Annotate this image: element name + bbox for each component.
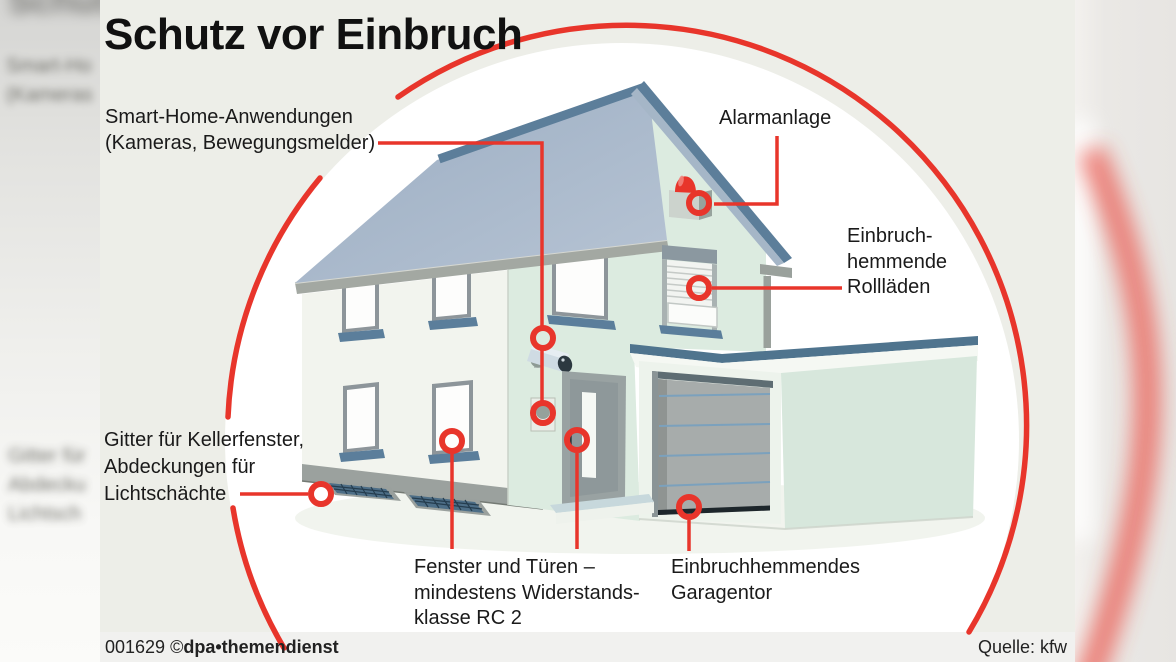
rake-inner	[631, 88, 784, 266]
garage-door-seams	[658, 393, 771, 487]
label-garage-door: Einbruchhemmendes Garagentor	[671, 556, 860, 604]
label-alarm-system: Alarmanlage	[719, 107, 832, 129]
leader-lines	[240, 136, 842, 551]
garage-door-shade	[658, 379, 667, 515]
footer-bar	[100, 632, 1075, 662]
circle-arc-bottom-left	[230, 505, 287, 651]
garage-roof-edge	[630, 336, 978, 363]
marker-garage-door	[676, 494, 702, 520]
house	[294, 81, 978, 531]
blurred-left-sidebar: Schutz Smart-Ho (Kameras Gitter für Abde…	[0, 0, 100, 662]
marker-motion-detector	[530, 400, 556, 426]
leader-smart-home	[378, 141, 544, 326]
marker-alarm	[686, 190, 712, 216]
red-circle-outline	[225, 22, 1030, 651]
marker-window	[439, 428, 465, 454]
gutter-end	[760, 264, 792, 278]
ghost-title-text: Schutz	[8, 0, 100, 21]
marker-shutters	[686, 275, 712, 301]
roof	[295, 88, 667, 283]
camera-lens	[557, 355, 573, 373]
marker-cellar-grate	[308, 481, 334, 507]
shutter-box	[662, 245, 717, 264]
ring-markers	[308, 190, 712, 520]
roof-ridge	[437, 82, 647, 164]
eaves-fascia	[295, 240, 669, 294]
house-illustration	[100, 0, 1075, 662]
rake-outer	[637, 81, 792, 263]
label-windows-doors: Fenster und Türen – mindestens Widerstan…	[414, 556, 640, 629]
blurred-right-sidebar	[1075, 0, 1176, 662]
garage	[630, 336, 978, 531]
garage-recess-shadow	[652, 371, 773, 388]
marker-camera	[530, 325, 556, 351]
plinth	[302, 464, 543, 509]
marker-door	[564, 427, 590, 453]
footer-credit: 001629 ©dpa•themendienst	[105, 637, 339, 658]
cellar-grate-left	[324, 480, 401, 501]
label-cellar-grates: Gitter für Kellerfenster, Abdeckungen fü…	[104, 429, 305, 505]
copyright-symbol: ©	[170, 637, 184, 657]
footer-agency: dpa•themendienst	[183, 637, 339, 657]
footer-id-code: 001629	[105, 637, 166, 657]
garage-door-gap	[658, 505, 770, 515]
shutter-sill	[659, 325, 723, 339]
garage-recess-left	[652, 371, 658, 517]
cellar-grate-right	[404, 492, 491, 516]
door-step-front	[556, 502, 654, 524]
garage-sectional-door	[658, 379, 770, 515]
infographic-panel: Schutz vor Einbruch Smart-Home-Anwendung…	[100, 0, 1075, 662]
downspout	[763, 276, 771, 348]
shutter-open-pane	[667, 302, 718, 328]
blurred-red-arc	[1075, 120, 1162, 662]
footer-source: Quelle: kfw	[977, 637, 1067, 657]
circle-arc-left	[225, 175, 323, 420]
label-shutters: Einbruch- hemmende Rollläden	[847, 225, 948, 298]
window-ground-left	[339, 382, 385, 462]
label-smart-home: Smart-Home-Anwendungen (Kameras, Bewegun…	[105, 106, 376, 154]
circle-arc-main	[395, 22, 1030, 635]
ghost-text-bottom: Gitter für Abdecku Lichtsch	[8, 445, 86, 525]
garage-side-wall	[781, 356, 977, 529]
page-title: Schutz vor Einbruch	[104, 10, 523, 59]
ghost-text-top: Smart-Ho (Kameras	[6, 55, 93, 106]
leader-alarm	[714, 136, 779, 206]
